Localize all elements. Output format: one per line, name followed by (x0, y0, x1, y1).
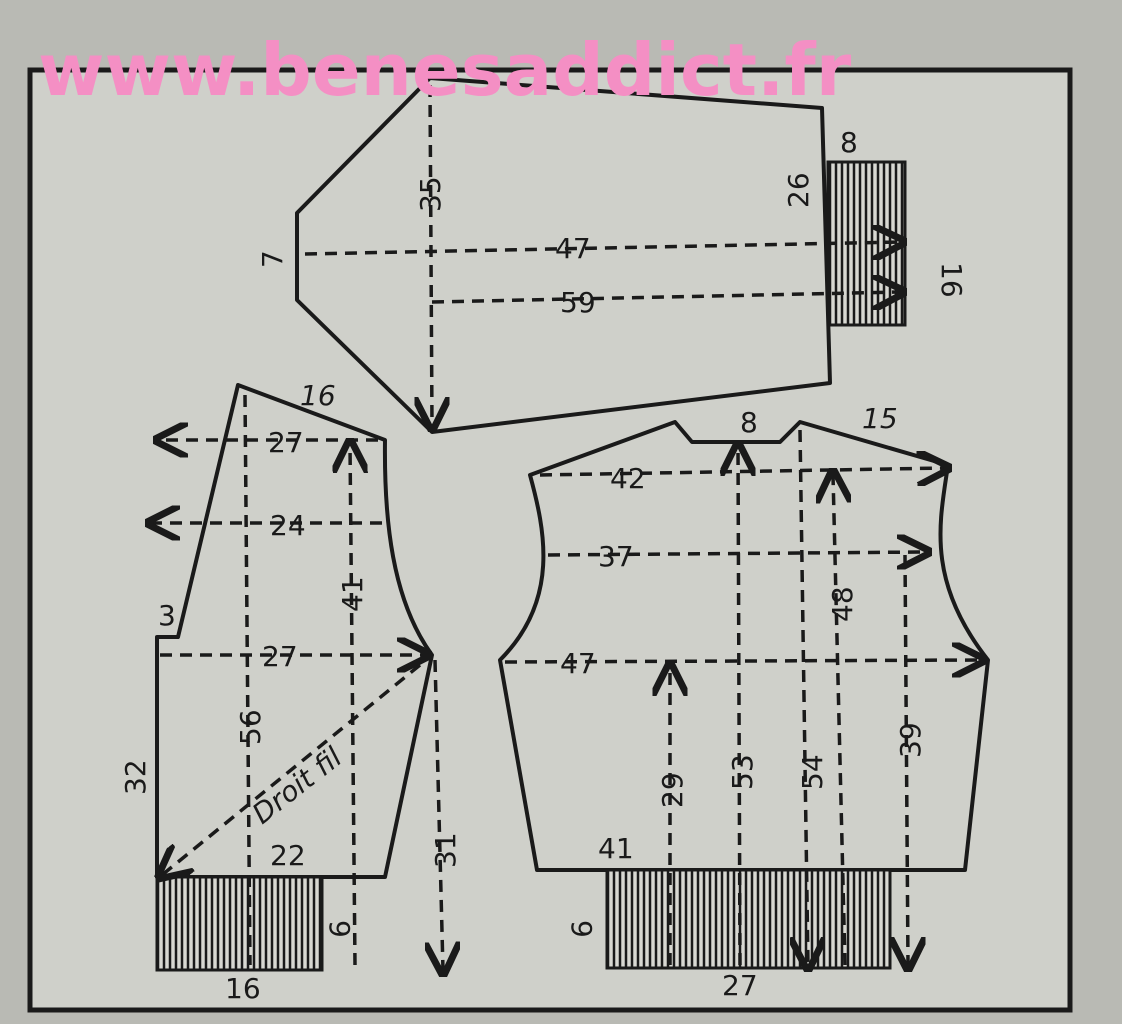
measurement-label: 41 (336, 576, 369, 612)
measurement-label: 22 (270, 839, 306, 872)
front-piece: 16 27 24 41 3 27 56 32 Droit fil 22 31 9… (119, 379, 462, 1005)
measurement-label: 7 (256, 250, 289, 268)
measurement-label: 27 (722, 969, 758, 1002)
front-ribbing (155, 875, 324, 972)
measurement-label: 26 (782, 172, 815, 208)
back-piece: 8 15 42 37 48 47 39 29 53 54 41 9 27 (498, 402, 990, 1002)
measurement-label: 27 (262, 640, 298, 673)
measurement-label: 15 (862, 402, 898, 435)
measurement-label: 37 (598, 540, 634, 573)
measurement-label: 41 (598, 832, 634, 865)
back-ribbing (605, 868, 892, 970)
measurement-label: 9 (323, 920, 356, 938)
measurement-label: 54 (796, 754, 829, 790)
measurement-label: 31 (429, 832, 462, 868)
measurement-label: 8 (840, 126, 858, 159)
measurement-label: 59 (560, 286, 596, 319)
measurement-label: 29 (656, 772, 689, 808)
measurement-label: 56 (234, 709, 267, 745)
measurement-label: 42 (610, 462, 646, 495)
measurement-label: 35 (414, 176, 447, 212)
sleeve-piece: 35 7 47 59 8 26 16 (256, 76, 968, 434)
measurement-label: 16 (935, 262, 968, 298)
measurement-label: 47 (555, 232, 591, 265)
measurement-label: 3 (158, 599, 176, 632)
measurement-label: 39 (894, 722, 927, 758)
watermark: www.benesaddict.fr (38, 28, 852, 112)
measurement-label: 8 (740, 406, 758, 439)
measurement-label: 24 (270, 509, 306, 542)
measurement-label: 16 (300, 379, 336, 412)
measurement-label: 32 (119, 759, 152, 795)
measurement-label: 47 (560, 647, 596, 680)
measurement-label: 9 (565, 920, 598, 938)
measurement-label: 48 (826, 586, 859, 622)
measurement-label: 16 (225, 972, 261, 1005)
measurement-label: 53 (726, 754, 759, 790)
measurement-label: 27 (268, 426, 304, 459)
